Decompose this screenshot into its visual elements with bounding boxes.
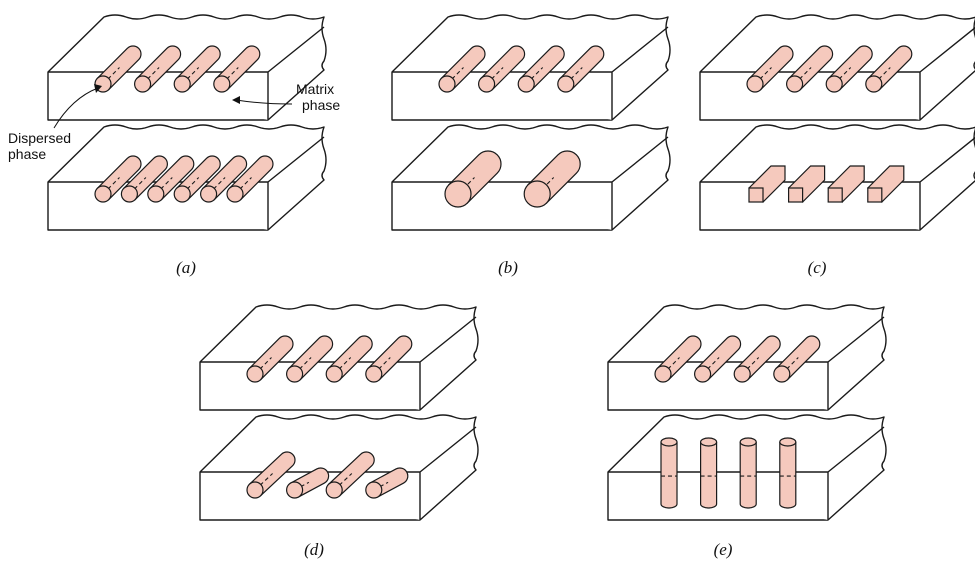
matrix-block-outline	[199, 414, 479, 521]
fiber-end	[200, 185, 218, 203]
matrix-block-outline	[699, 14, 975, 121]
prism-end	[748, 187, 764, 203]
matrix-block-d-bottom	[199, 414, 479, 521]
matrix-phase-label-line2: phase	[302, 97, 340, 113]
fiber-end	[444, 180, 472, 208]
matrix-block-d-top	[199, 304, 479, 411]
prism-end	[787, 187, 804, 203]
fiber-end	[365, 481, 383, 499]
matrix-block-e-top	[607, 304, 887, 411]
matrix-blocks	[47, 14, 975, 521]
caption-d: (d)	[304, 540, 324, 559]
fiber-end	[865, 75, 883, 93]
matrix-block-a-top	[47, 14, 327, 121]
vertical-fiber-top	[699, 437, 718, 447]
vertical-fiber-body	[660, 442, 678, 509]
fiber-end	[654, 365, 672, 383]
fiber-end	[147, 185, 165, 203]
fiber-end	[478, 75, 496, 93]
matrix-block-b-bottom	[391, 124, 671, 231]
fiber-end	[517, 75, 535, 93]
caption-b: (b)	[498, 258, 518, 277]
dispersed-phase-label-line1: Dispersed	[8, 130, 71, 146]
fiber-end	[438, 75, 456, 93]
fiber-end	[226, 185, 244, 203]
fiber-end	[693, 365, 712, 383]
vertical-fiber-body	[779, 442, 797, 509]
fiber-end	[785, 75, 804, 93]
caption-c: (c)	[808, 258, 827, 277]
callouts: Matrix phase Dispersed phase	[8, 81, 340, 162]
fiber-end	[173, 75, 191, 93]
fiber-end	[286, 365, 304, 383]
matrix-block-outline	[699, 124, 975, 231]
fiber-end	[325, 365, 343, 383]
vertical-fiber-body	[700, 442, 718, 509]
panel-captions: (a) (b) (c) (d) (e)	[176, 258, 827, 559]
vertical-fiber-top	[739, 437, 757, 447]
matrix-phase-arrowhead	[232, 96, 240, 104]
fiber-end	[173, 185, 191, 203]
fiber-end	[213, 75, 231, 93]
prism-end	[867, 187, 883, 203]
fiber-end	[286, 481, 304, 499]
caption-a: (a)	[176, 258, 196, 277]
matrix-block-e-bottom	[607, 414, 887, 521]
matrix-block-a-bottom	[47, 124, 327, 231]
matrix-phase-arrow	[235, 99, 293, 105]
fiber-end	[325, 481, 343, 499]
fiber-end	[246, 365, 264, 383]
fiber-end	[733, 365, 751, 383]
matrix-block-outline	[391, 124, 671, 231]
matrix-block-c-top	[699, 14, 975, 121]
dispersed-phase-label-line2: phase	[8, 146, 46, 162]
matrix-block-c-bottom	[699, 124, 975, 231]
fiber-end	[557, 75, 575, 93]
fiber-end	[825, 75, 843, 93]
vertical-fiber-top	[660, 437, 678, 447]
vertical-fiber-top	[779, 437, 797, 447]
fiber-end	[773, 365, 791, 383]
fiber-end	[134, 75, 152, 93]
fiber-end	[365, 365, 383, 383]
vertical-fiber-body	[739, 442, 757, 509]
fiber-end	[94, 185, 112, 203]
prism-end	[827, 187, 843, 203]
matrix-block-b-top	[391, 14, 671, 121]
dispersed-phase-arrow	[53, 87, 99, 129]
fiber-end	[746, 75, 764, 93]
fiber-end	[120, 185, 138, 203]
matrix-phase-label-line1: Matrix	[296, 81, 334, 97]
caption-e: (e)	[714, 540, 733, 559]
fiber-end	[523, 180, 551, 208]
fiber-end	[246, 481, 264, 499]
dispersed-phase-arrowhead	[94, 84, 102, 93]
